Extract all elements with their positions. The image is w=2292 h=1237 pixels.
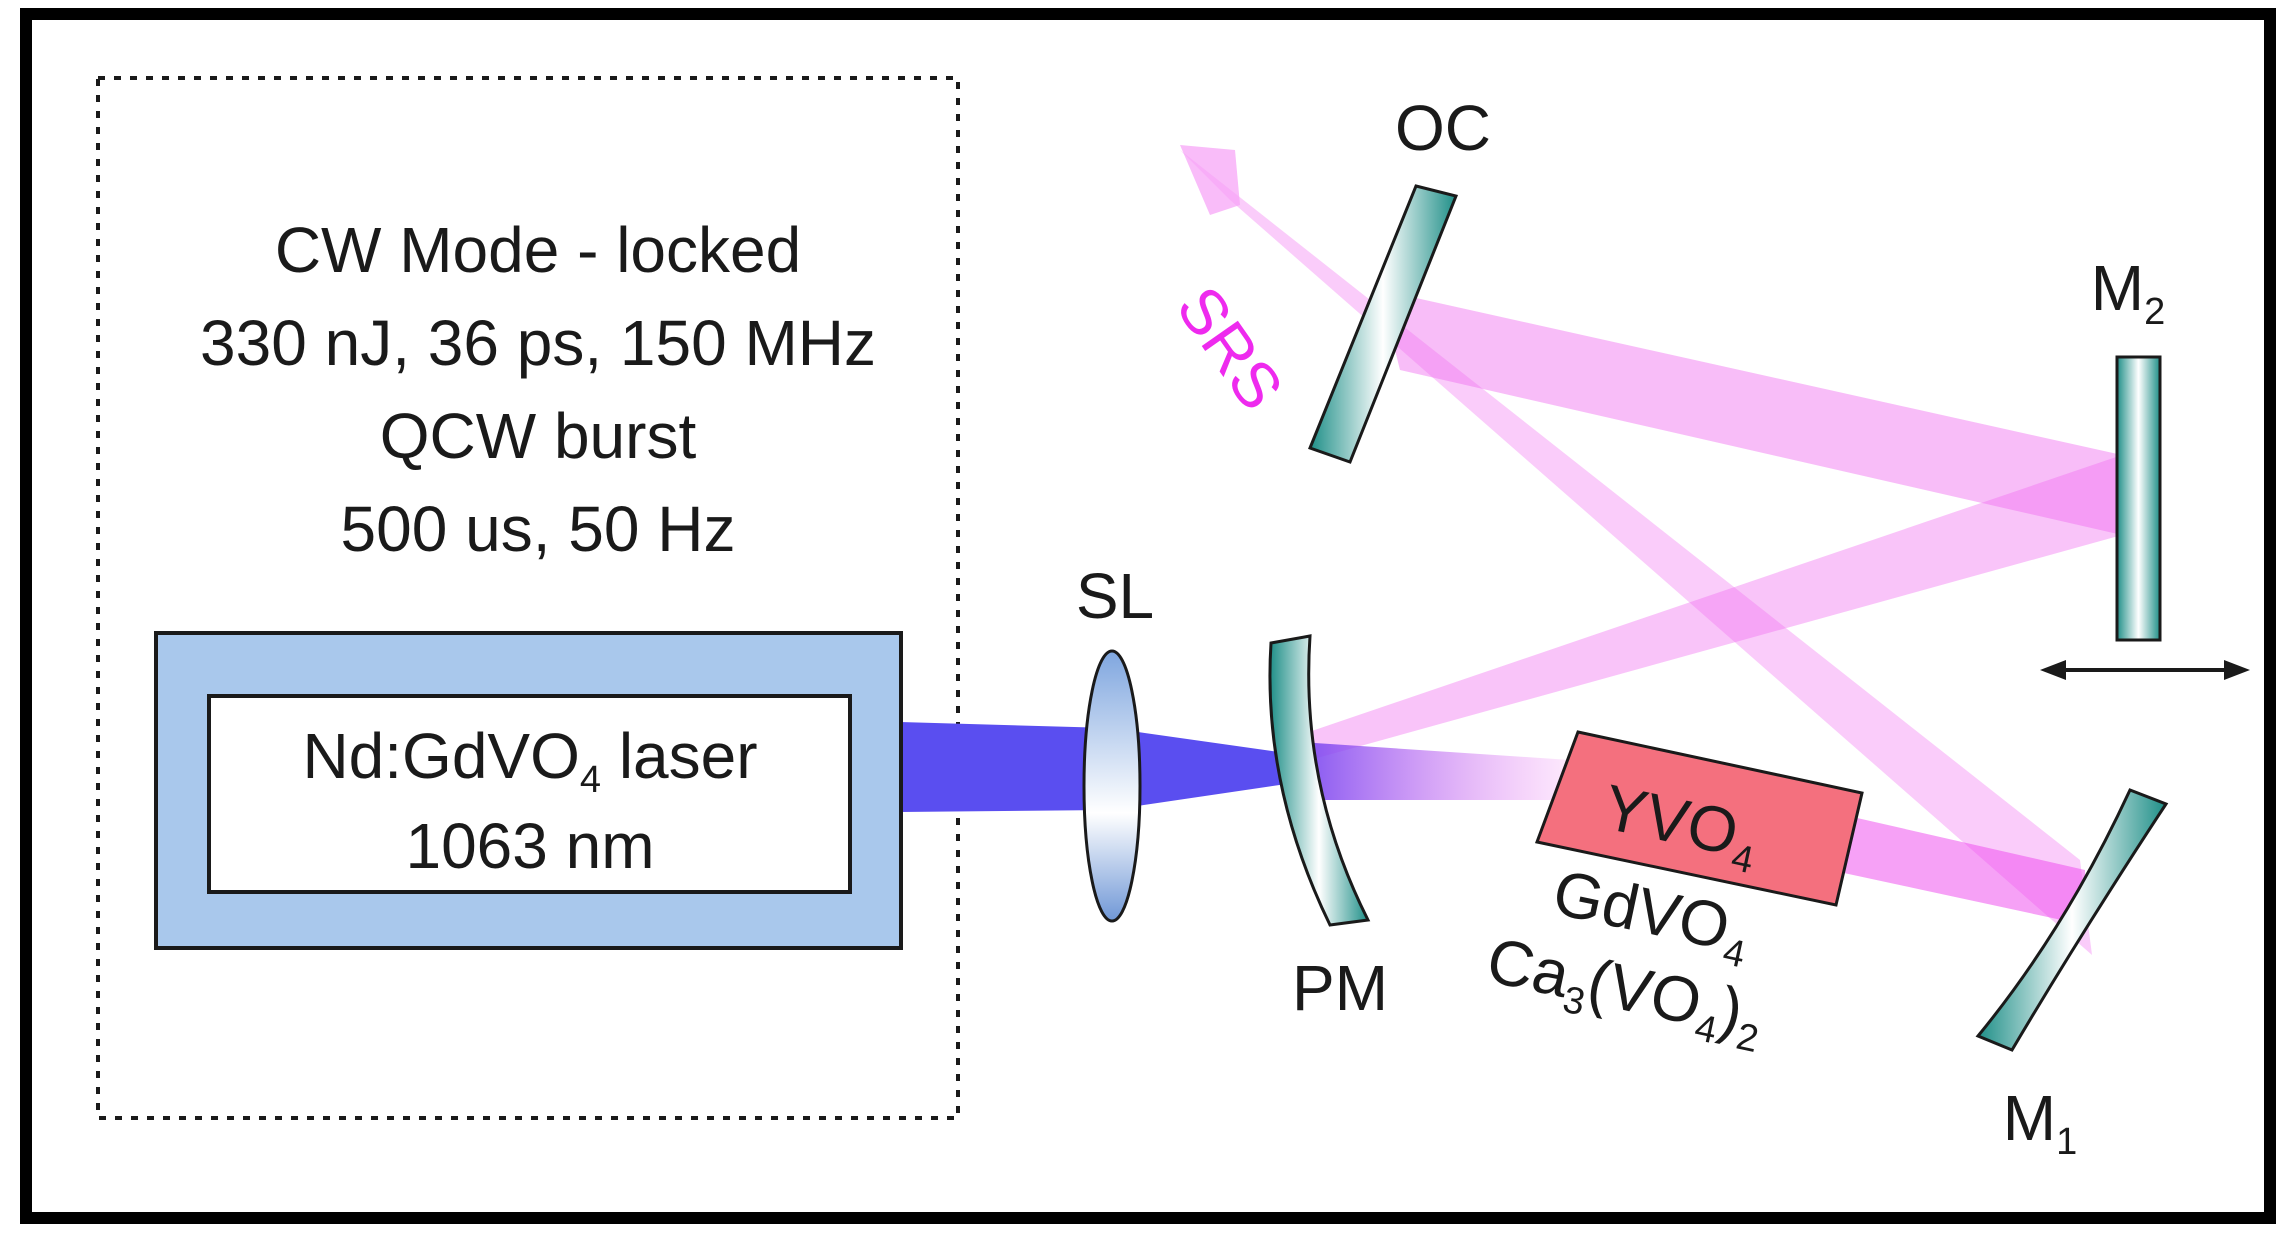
outer-frame [20,8,2276,1224]
box-line-4: 500 us, 50 Hz [341,493,736,565]
laser-wavelength: 1063 nm [405,810,654,882]
srs-beam-pm-m2 [1300,455,2122,760]
crystal [1534,730,1864,907]
pm-label: PM [1292,952,1388,1024]
laser-name: Nd:GdVO4 laser [302,720,757,801]
m2-mirror [2115,355,2162,642]
srs-beam-oc-m2 [1380,290,2122,535]
pump-beam-sl-pm [1110,728,1300,810]
srs-output-arrow [1180,145,1240,215]
box-line-2: 330 nJ, 36 ps, 150 MHz [200,307,876,379]
pump-beam-pm-crystal [1300,742,1570,800]
box-line-1: CW Mode - locked [275,214,801,286]
oc-mirror [1308,184,1459,464]
pump-beam-laser-sl [900,722,1110,812]
m1-mirror [1975,788,2169,1052]
sl-lens [1082,649,1142,923]
m2-label: M2 [2091,252,2165,333]
m1-label: M1 [2003,1082,2077,1163]
box-line-3: QCW burst [380,400,697,472]
source-dashed-box [96,76,960,1120]
translation-arrow [2040,660,2250,680]
sl-label: SL [1076,560,1154,632]
laser-inner-box [207,694,852,894]
pm-mirror [1268,634,1371,927]
srs-beam-crystal-m1 [1800,805,2085,925]
srs-beams [1180,145,2122,955]
oc-label: OC [1395,92,1491,164]
srs-beam-m1-output [1180,150,2092,955]
